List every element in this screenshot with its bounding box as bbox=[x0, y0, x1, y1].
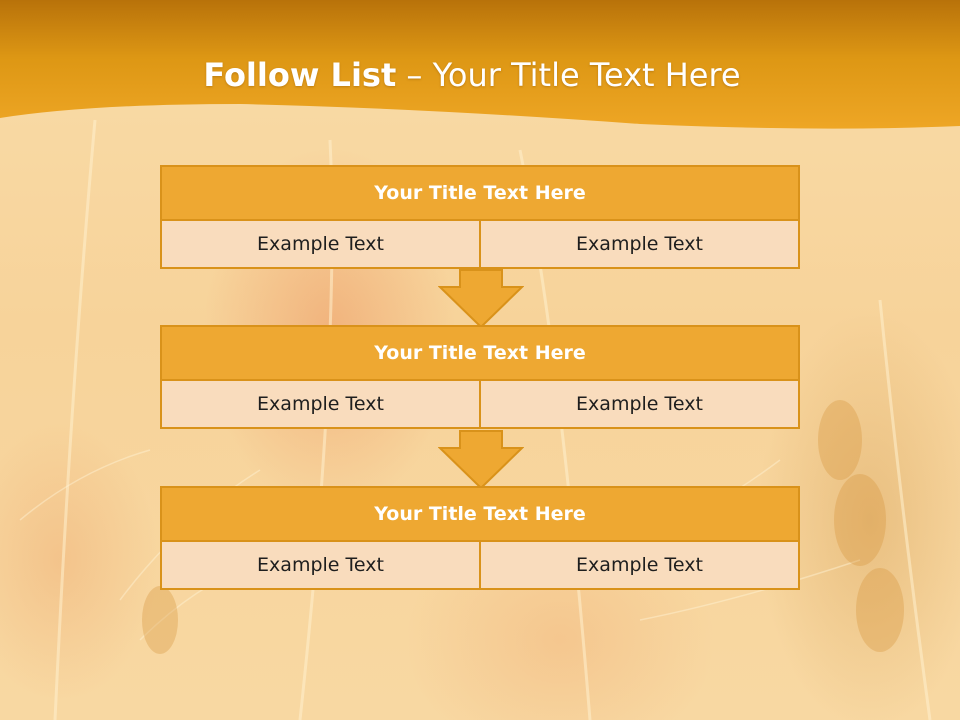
block-cell-right: Example Text bbox=[479, 219, 800, 269]
block-cell-left: Example Text bbox=[160, 540, 481, 590]
block-title: Your Title Text Here bbox=[160, 165, 800, 221]
block-row: Example Text Example Text bbox=[160, 219, 800, 269]
block-row: Example Text Example Text bbox=[160, 379, 800, 429]
down-arrow-icon bbox=[438, 269, 524, 329]
block-cell-right: Example Text bbox=[479, 379, 800, 429]
block-title: Your Title Text Here bbox=[160, 325, 800, 381]
block-cell-right: Example Text bbox=[479, 540, 800, 590]
slide-title-bold: Follow List bbox=[203, 56, 397, 94]
list-block-3: Your Title Text Here Example Text Exampl… bbox=[160, 486, 800, 590]
list-block-2: Your Title Text Here Example Text Exampl… bbox=[160, 325, 800, 429]
header-band bbox=[0, 0, 960, 129]
down-arrow-icon bbox=[438, 430, 524, 490]
block-cell-left: Example Text bbox=[160, 219, 481, 269]
block-row: Example Text Example Text bbox=[160, 540, 800, 590]
slide-title: Follow List – Your Title Text Here bbox=[0, 56, 944, 94]
slide-title-rest: – Your Title Text Here bbox=[406, 56, 741, 94]
list-block-1: Your Title Text Here Example Text Exampl… bbox=[160, 165, 800, 269]
block-cell-left: Example Text bbox=[160, 379, 481, 429]
block-title: Your Title Text Here bbox=[160, 486, 800, 542]
